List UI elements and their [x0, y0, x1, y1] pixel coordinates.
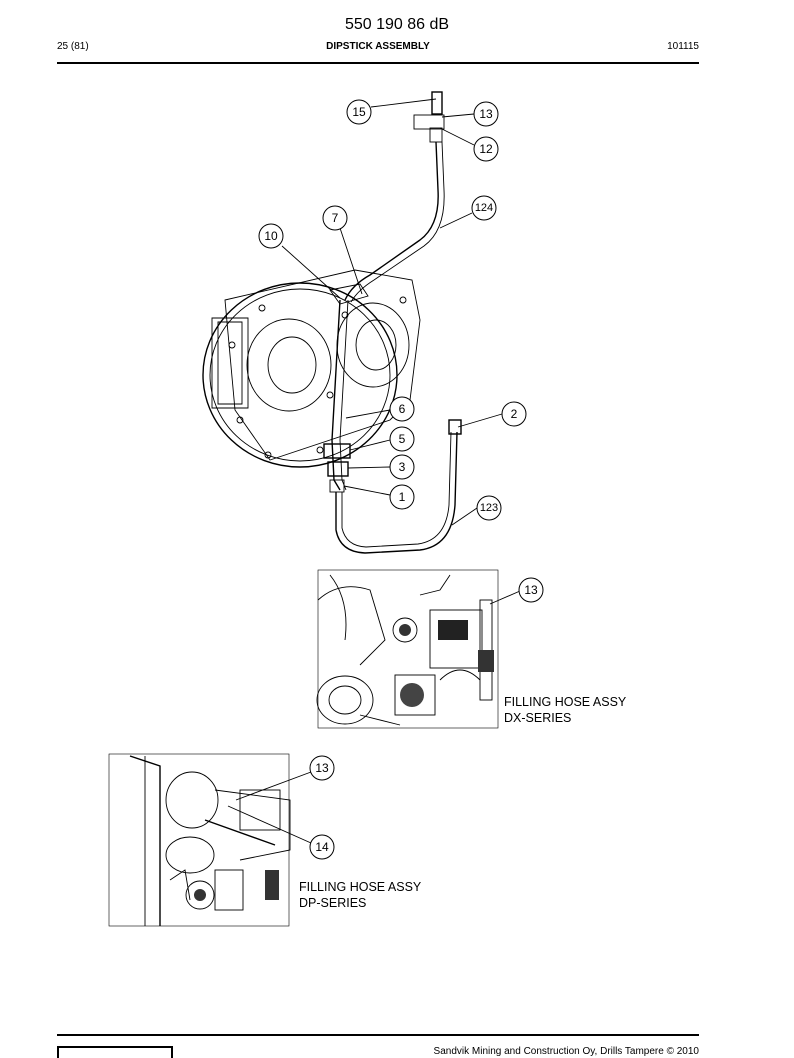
section-title: DIPSTICK ASSEMBLY: [326, 41, 430, 52]
revision-code: 101115: [667, 41, 699, 52]
svg-text:13: 13: [479, 107, 493, 121]
document-number: 550 190 86 dB: [344, 16, 450, 33]
page-number: 25 (81): [57, 41, 89, 52]
svg-text:13: 13: [315, 761, 329, 775]
brand-logo: [57, 1046, 173, 1058]
callout-15: 15: [346, 99, 372, 125]
callout-2: 2: [501, 401, 527, 427]
dp-caption: FILLING HOSE ASSY DP-SERIES: [299, 879, 421, 911]
dipstick-tube-and-hoses: [323, 91, 462, 554]
svg-text:6: 6: [399, 402, 406, 416]
svg-text:2: 2: [511, 407, 518, 421]
footer-rule: [57, 1034, 699, 1036]
gearbox-housing: [202, 269, 421, 468]
callout-124: 124: [471, 195, 497, 221]
callout-5: 5: [389, 426, 415, 452]
svg-text:7: 7: [332, 211, 339, 225]
dx-series-detail-image: [316, 569, 521, 729]
dx-caption: FILLING HOSE ASSY DX-SERIES: [504, 694, 626, 726]
footer-copyright: Sandvik Mining and Construction Oy, Dril…: [433, 1046, 699, 1057]
callout-7: 7: [322, 205, 348, 231]
svg-text:13: 13: [524, 583, 538, 597]
callout-13-dp: 13: [309, 755, 335, 781]
callout-10: 10: [258, 223, 284, 249]
svg-text:123: 123: [480, 502, 498, 514]
svg-text:10: 10: [264, 229, 278, 243]
callout-123: 123: [476, 495, 502, 521]
svg-text:14: 14: [315, 840, 329, 854]
header-rule: [57, 62, 699, 64]
dp-caption-line2: DP-SERIES: [299, 896, 367, 910]
svg-text:124: 124: [475, 202, 493, 214]
svg-text:3: 3: [399, 460, 406, 474]
callout-1: 1: [389, 484, 415, 510]
svg-text:5: 5: [399, 432, 406, 446]
svg-text:12: 12: [479, 142, 493, 156]
dp-caption-line1: FILLING HOSE ASSY: [299, 880, 422, 894]
dp-series-detail-image: [108, 753, 312, 927]
svg-text:1: 1: [399, 490, 406, 504]
callout-13-dx: 13: [518, 577, 544, 603]
svg-text:15: 15: [352, 105, 366, 119]
leader-lines: [281, 98, 503, 526]
callout-13: 13: [473, 101, 499, 127]
callout-6: 6: [389, 396, 415, 422]
callout-12: 12: [473, 136, 499, 162]
callout-3: 3: [389, 454, 415, 480]
dx-caption-line1: FILLING HOSE ASSY: [504, 695, 627, 709]
dx-caption-line2: DX-SERIES: [504, 711, 572, 725]
callout-14-dp: 14: [309, 834, 335, 860]
